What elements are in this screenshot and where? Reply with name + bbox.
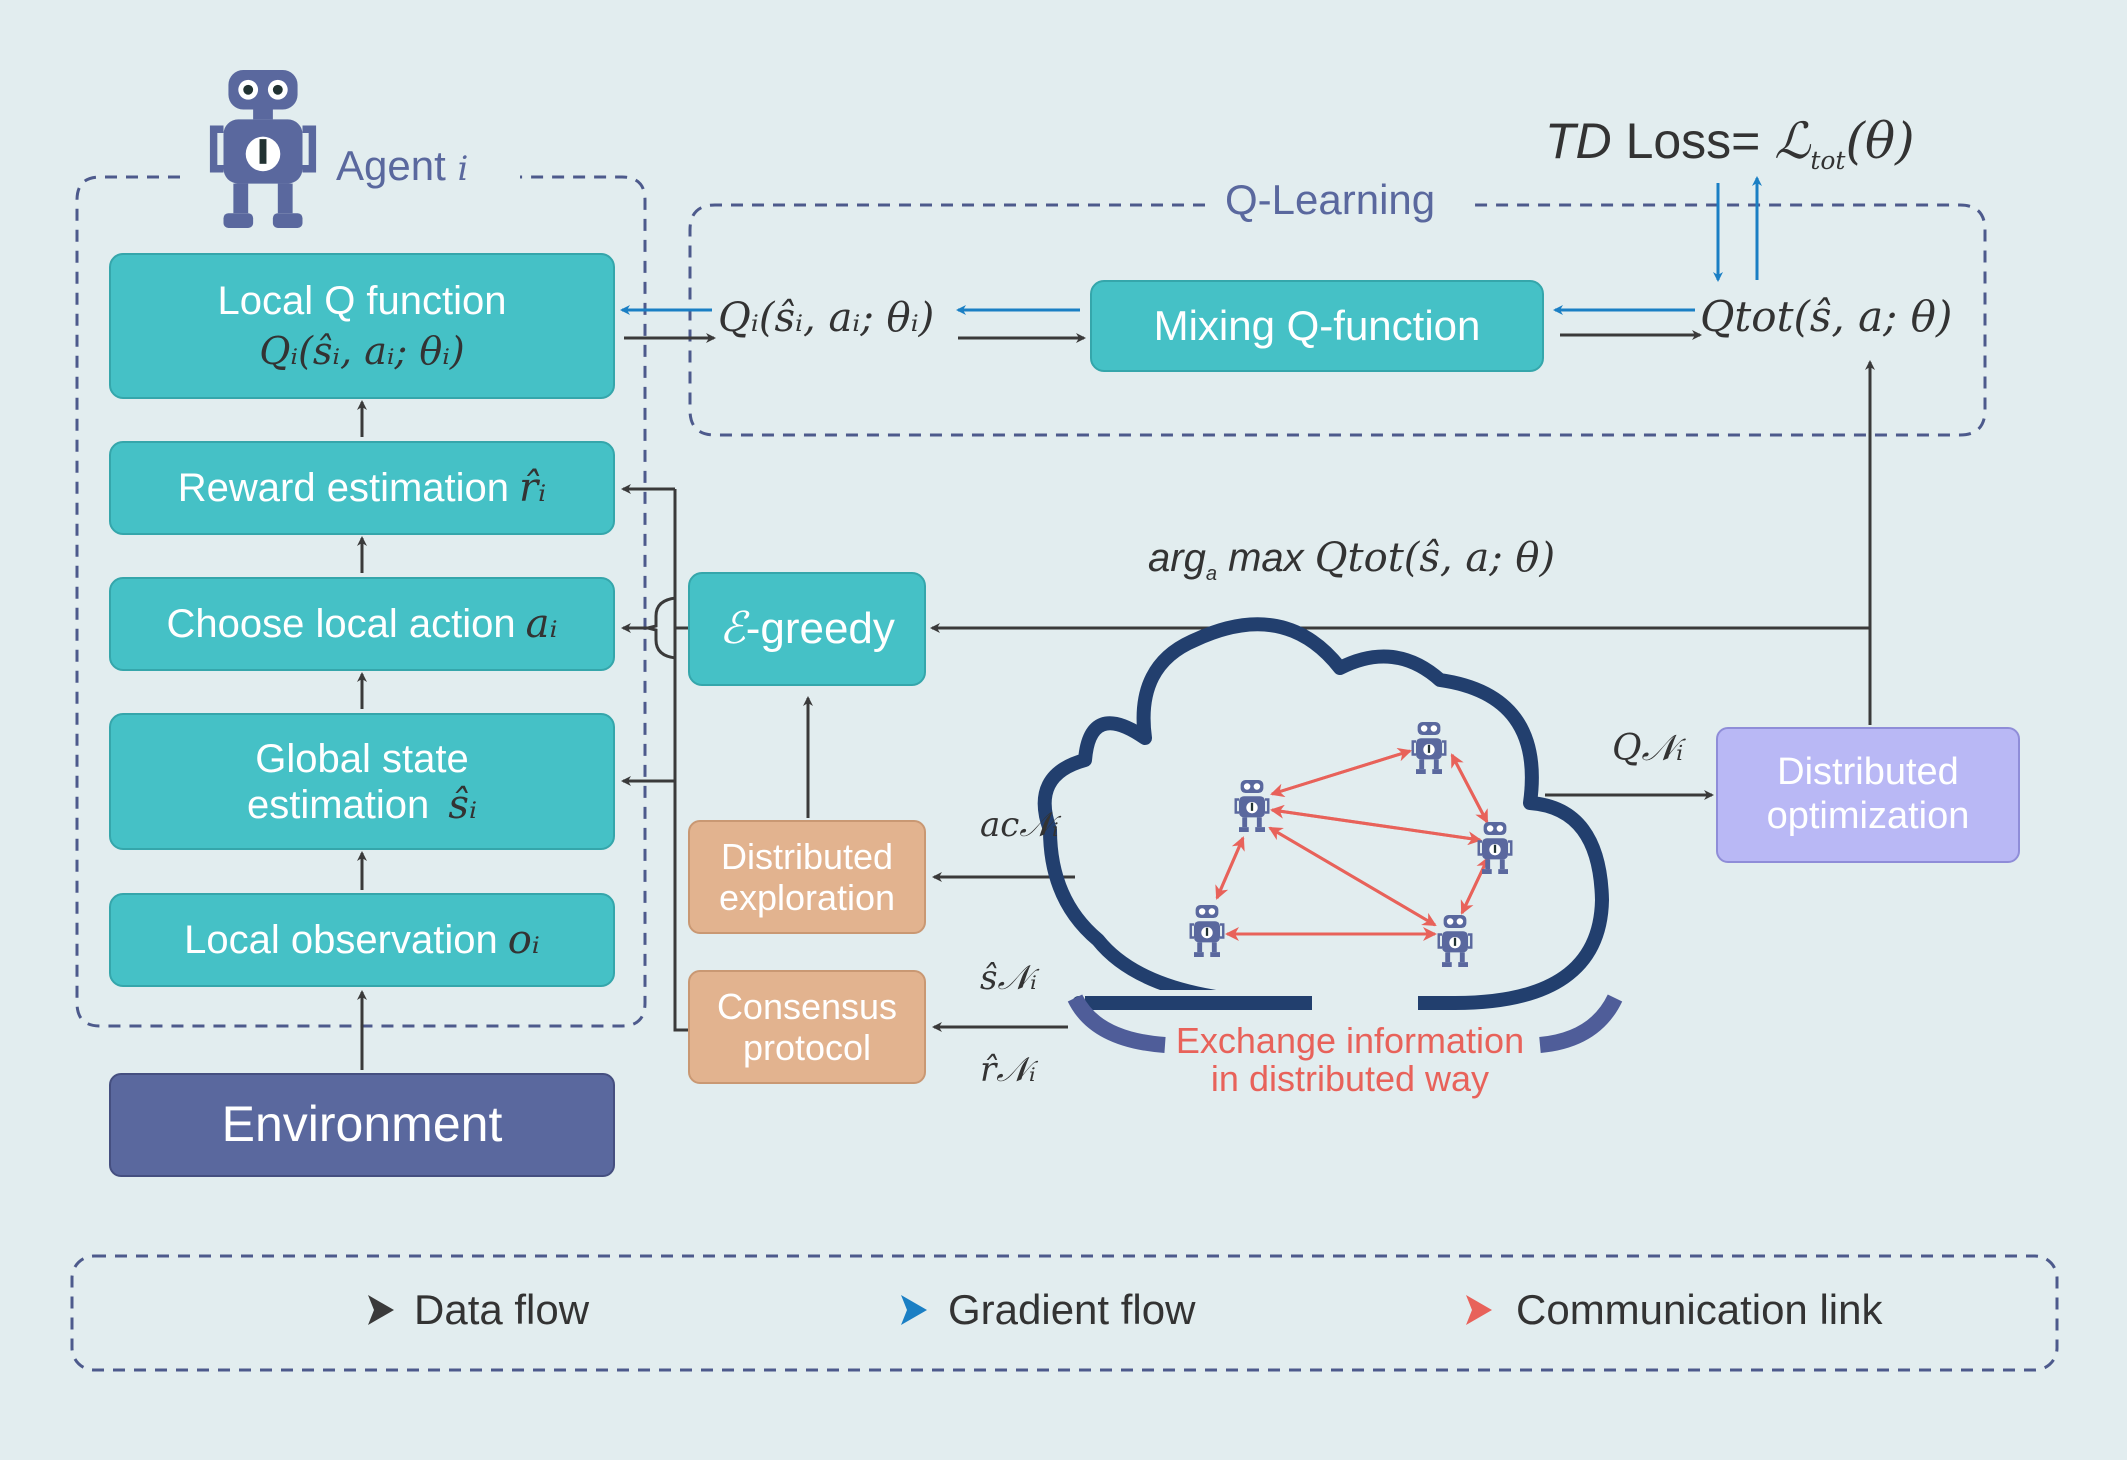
argmax-label: arga max Qtot(ŝ, a; θ) [1148,535,1555,586]
agent-index: i [457,149,469,189]
reward-estimation-label: Reward estimation [177,466,510,510]
mixing-q-function-box[interactable]: Mixing Q-function [1090,280,1544,372]
epsilon-greedy-label: -greedy [745,603,895,653]
s-neighbors-label: ŝ𝒩ᵢ [980,958,1037,998]
consensus-protocol-line2: protocol [742,1027,872,1068]
qlearning-frame [688,203,1987,437]
argmax-max: max [1228,536,1304,580]
choose-local-action-box[interactable]: Choose local action aᵢ [109,577,615,671]
choose-local-action-label: Choose local action [166,602,516,646]
agent-title: Agent i [336,142,468,190]
reward-estimation-symbol: r̂ᵢ [519,465,547,511]
network-robot-icon [1411,722,1447,774]
local-observation-box[interactable]: Local observation oᵢ [109,893,615,987]
epsilon-symbol: ℰ [719,602,746,654]
distributed-exploration-line2: exploration [718,877,896,918]
td-loss-label: TD Loss= ℒtot(θ) [1545,112,1915,175]
global-state-estimation-box[interactable]: Global state estimation ŝᵢ [109,713,615,850]
argmax-prefix: arg [1148,536,1206,580]
network-robot-icon [1437,915,1473,967]
qlearning-title: Q-Learning [1225,176,1436,223]
distributed-optimization-box[interactable]: Distributed optimization [1716,727,2020,863]
global-state-line1: Global state [255,736,469,781]
argmax-sub: a [1205,563,1217,585]
distributed-exploration-box[interactable]: Distributed exploration [688,820,926,934]
local-q-function-box[interactable]: Local Q function Qᵢ(ŝᵢ, aᵢ; θᵢ) [109,253,615,399]
td-loss-prefix: TD [1545,113,1612,169]
global-state-line2: estimation [246,782,430,827]
cloud-caption-line1: Exchange information [1175,1020,1525,1061]
qtot-label: Qtot(ŝ, a; θ) [1700,292,1953,341]
td-loss-expr: ℒ [1774,112,1811,170]
local-observation-symbol: oᵢ [507,917,540,963]
qi-label: Qᵢ(ŝᵢ, aᵢ; θᵢ) [718,295,935,341]
agent-robot-icon [209,70,317,228]
network-robot-icon [1477,822,1513,874]
consensus-protocol-line1: Consensus [716,985,898,1027]
communication-links [1215,747,1490,941]
td-loss-text: Loss= [1625,113,1761,169]
cloud-base-right [1539,994,1623,1053]
r-neighbors-label: r̂𝒩ᵢ [980,1050,1036,1090]
network-robot-icon [1189,905,1225,957]
choose-local-action-symbol: aᵢ [525,601,558,647]
local-observation-label: Local observation [184,918,498,962]
reward-estimation-box[interactable]: Reward estimation r̂ᵢ [109,441,615,535]
legend-communication-link-label: Communication link [1516,1286,1883,1333]
local-q-function-title: Local Q function [217,279,507,324]
td-loss-sub: tot [1810,146,1846,175]
legend-frame [70,1254,2059,1372]
td-loss-arg: (θ) [1845,112,1915,170]
global-state-symbol: ŝᵢ [448,781,477,828]
epsilon-greedy-box[interactable]: ℰ -greedy [688,572,926,686]
consensus-protocol-box[interactable]: Consensus protocol [688,970,926,1084]
agent-title-text: Agent [336,142,446,189]
distributed-exploration-line1: Distributed [720,835,894,877]
cloud-shape [1037,617,1609,1011]
q-neighbors-label: Q𝒩ᵢ [1612,728,1684,769]
environment-box[interactable]: Environment [109,1073,615,1177]
distributed-optimization-line1: Distributed [1777,751,1959,794]
distributed-optimization-line2: optimization [1766,795,1970,837]
argmax-expr: Qtot(ŝ, a; θ) [1314,535,1556,581]
network-robot-icon [1234,780,1270,832]
cloud-caption: Exchange information in distributed way [1160,1022,1540,1098]
local-q-function-expr: Qᵢ(ŝᵢ, aᵢ; θᵢ) [259,329,465,374]
a-c-neighbors-label: ac𝒩ᵢ [980,805,1059,845]
legend-data-flow-label: Data flow [414,1286,590,1333]
cloud-caption-line2: in distributed way [1210,1057,1490,1099]
legend-gradient-flow-label: Gradient flow [948,1286,1196,1333]
cloud-base-left [1067,994,1166,1053]
